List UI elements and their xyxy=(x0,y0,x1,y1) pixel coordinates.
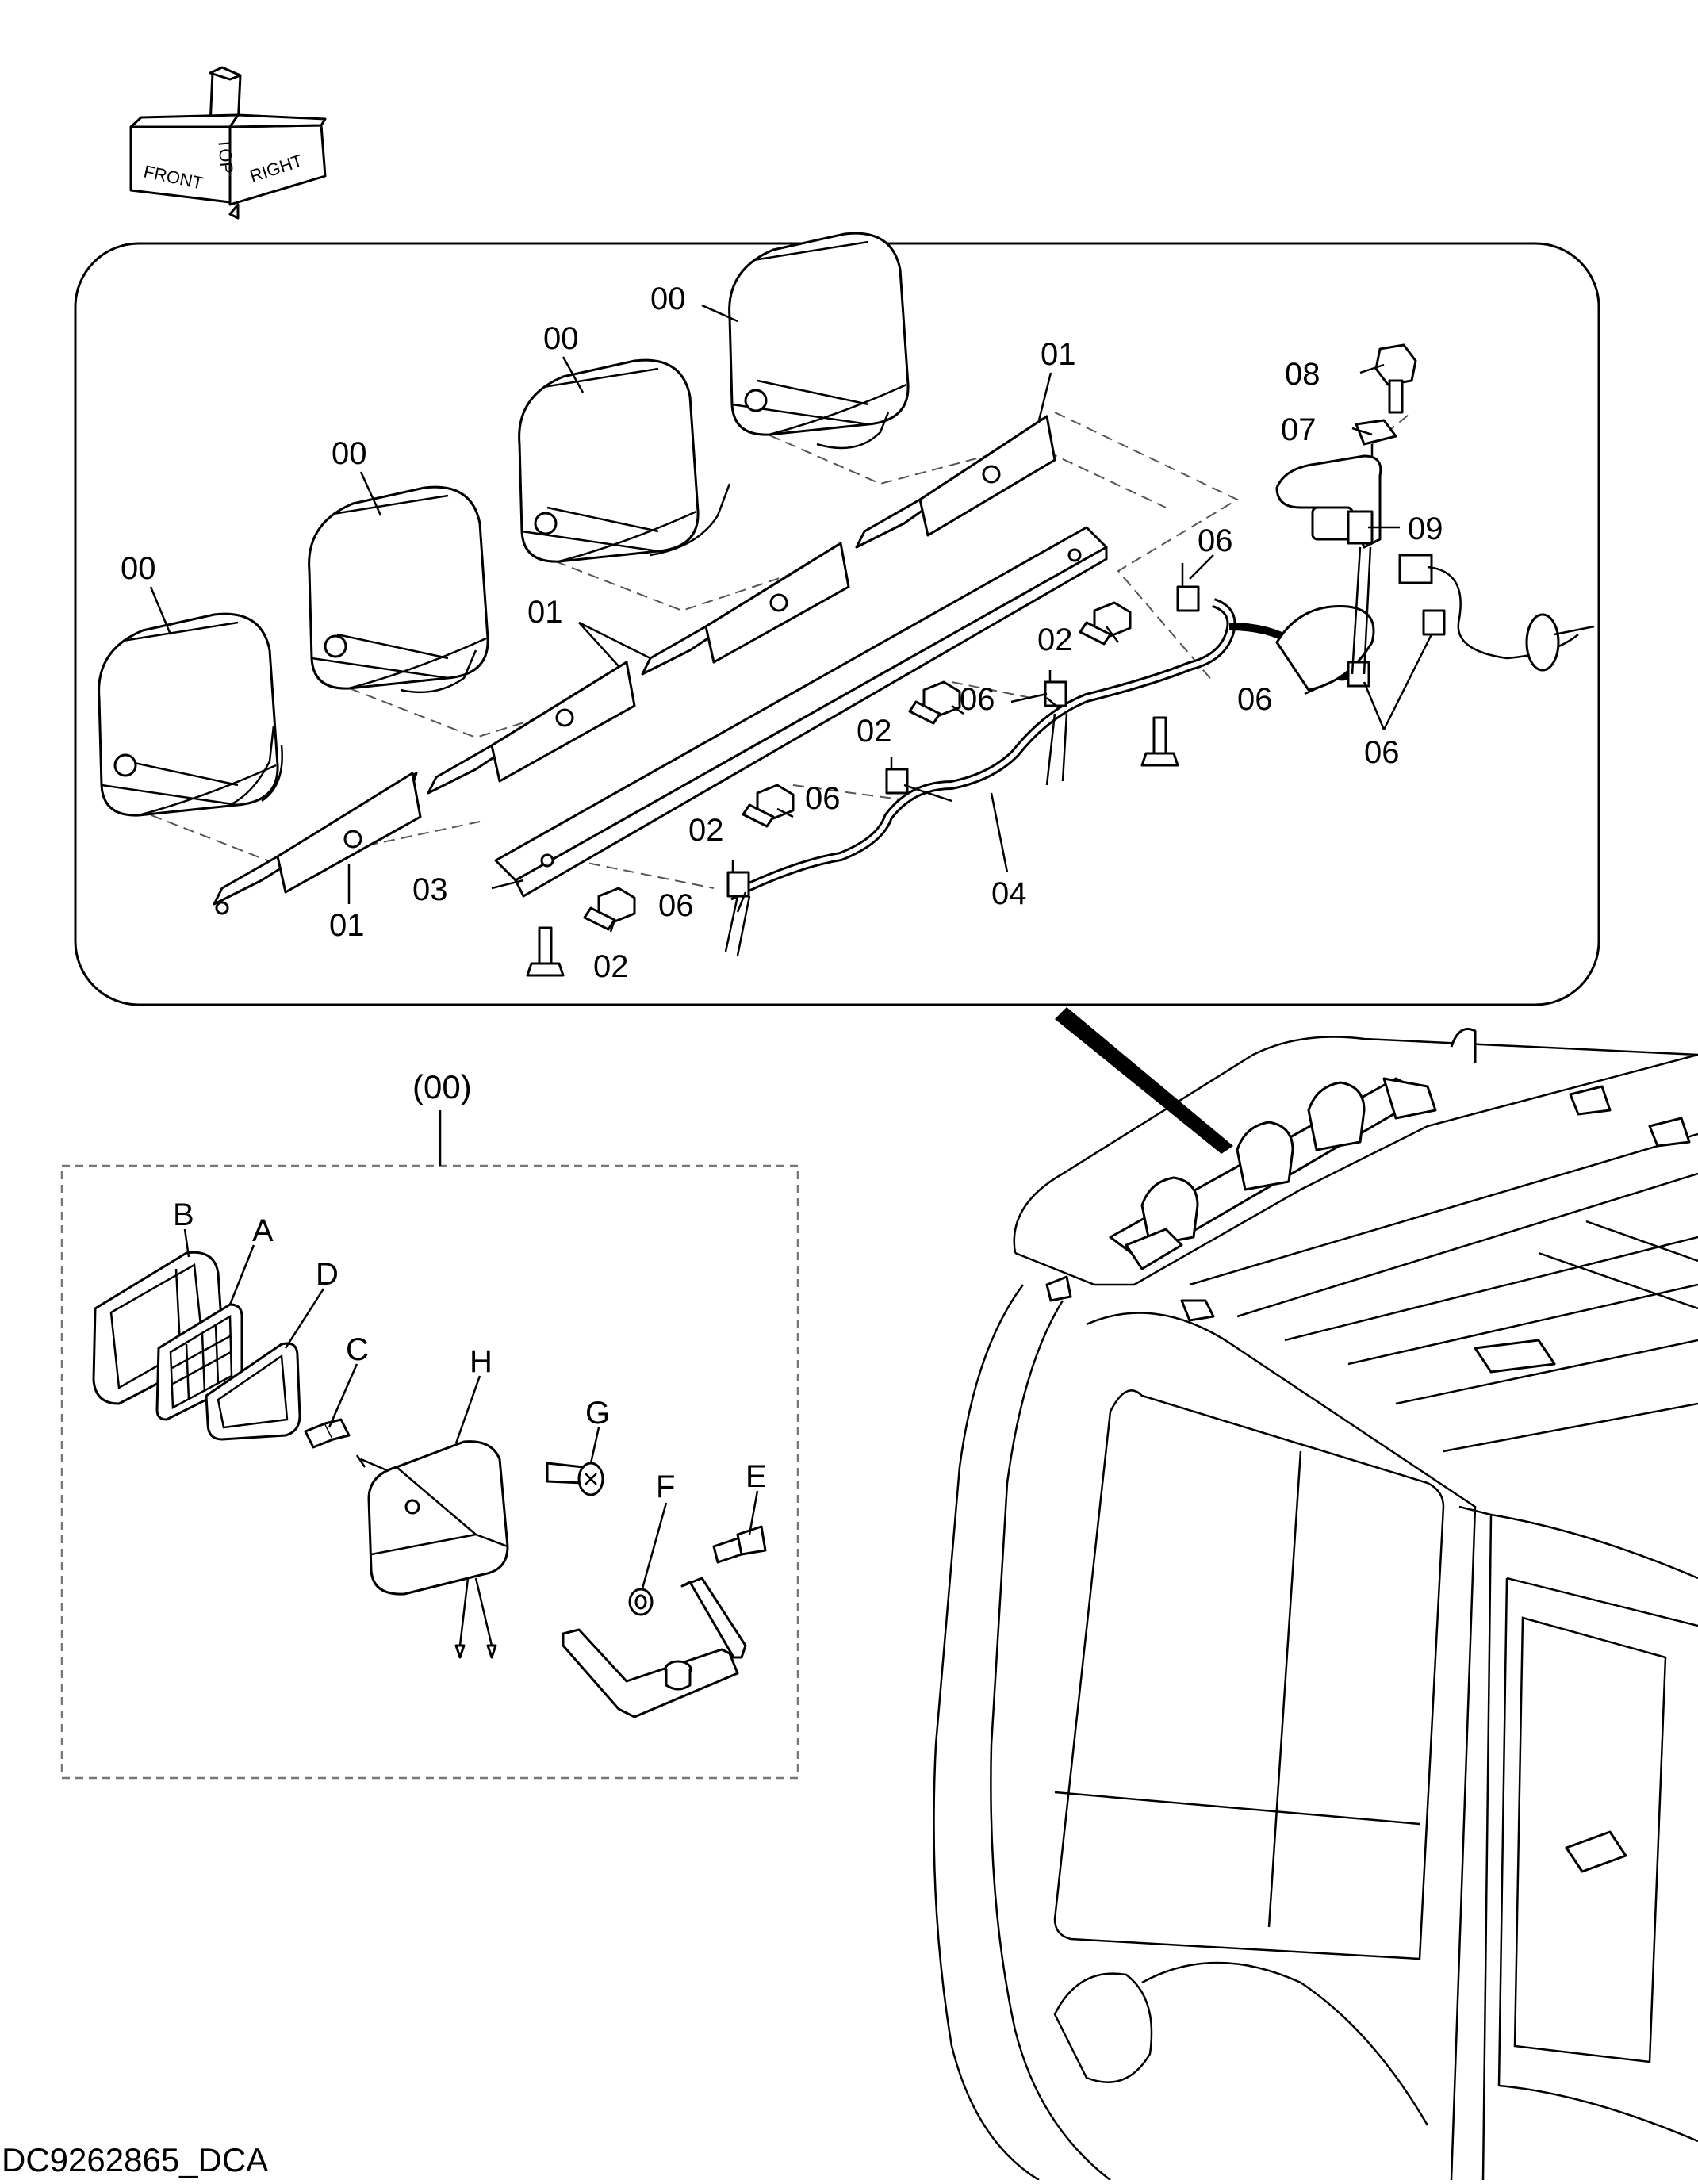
label-stay: 03 xyxy=(412,872,448,907)
label-bracket-bottom: 01 xyxy=(329,908,365,943)
lamp-body-h xyxy=(357,1442,508,1657)
bolt-08 xyxy=(1376,345,1416,412)
detail-label-e: E xyxy=(746,1459,767,1494)
work-lamp-2 xyxy=(309,487,488,692)
label-bracket-top: 01 xyxy=(1041,337,1076,372)
label-bolt-2: 02 xyxy=(857,714,892,749)
label-lamp-4: 00 xyxy=(650,282,686,316)
cab-view xyxy=(934,1007,1698,2180)
orientation-icon: FRONT TOP RIGHT xyxy=(131,67,325,218)
label-bolt-1: 02 xyxy=(1037,623,1073,657)
work-lamp-4 xyxy=(730,233,908,448)
label-clip-3: 06 xyxy=(805,781,841,816)
clip-06-e xyxy=(1348,662,1369,686)
clamp-07 xyxy=(1356,420,1396,456)
bolt-02-c xyxy=(743,785,793,826)
label-bolt-4: 02 xyxy=(593,949,629,984)
bolt-02-b xyxy=(910,682,960,723)
pointer-arrow xyxy=(1055,1007,1233,1154)
label-bolt-8: 08 xyxy=(1285,357,1320,392)
clip-06-f xyxy=(1424,611,1444,634)
screw-g xyxy=(547,1463,603,1495)
label-clip-6: 06 xyxy=(1364,735,1400,770)
detail-label-c: C xyxy=(346,1332,369,1367)
label-clip-4: 06 xyxy=(658,888,694,923)
label-clip-5: 06 xyxy=(1237,682,1273,717)
detail-label-f: F xyxy=(656,1469,675,1504)
work-lamp-3 xyxy=(519,360,730,561)
label-lamp-3: 00 xyxy=(543,321,579,356)
detail-label-g: G xyxy=(585,1396,610,1431)
label-harness: 04 xyxy=(991,876,1027,911)
label-clip-1: 06 xyxy=(1198,523,1233,558)
bolt-e xyxy=(714,1527,765,1562)
detail-label-h: H xyxy=(470,1344,493,1379)
clip-06-d xyxy=(1178,563,1198,611)
bolt-02-a xyxy=(1080,603,1130,644)
detail-label-d: D xyxy=(316,1257,339,1292)
label-clip-2: 06 xyxy=(960,682,995,717)
bolt-under-stay xyxy=(527,928,563,975)
label-clamp: 07 xyxy=(1281,412,1317,447)
clip-06-b xyxy=(887,757,907,793)
orientation-top: TOP xyxy=(214,137,237,174)
bolt-under-harness xyxy=(1142,718,1178,765)
drawing-code: DC9262865_DCA xyxy=(2,2141,268,2178)
detail-label-b: B xyxy=(173,1197,194,1232)
label-connector: 09 xyxy=(1408,512,1443,546)
label-bracket-middle: 01 xyxy=(527,595,563,630)
work-lamp-1 xyxy=(99,614,282,815)
detail-label-a: A xyxy=(252,1213,274,1248)
detail-title: (00) xyxy=(412,1068,472,1105)
bulb-c xyxy=(305,1420,349,1447)
bolt-02-d xyxy=(585,888,634,929)
washer-f xyxy=(630,1589,652,1615)
label-lamp-1: 00 xyxy=(121,551,156,586)
bracket-3 xyxy=(642,543,849,674)
label-bolt-3: 02 xyxy=(688,813,724,848)
bracket-detail xyxy=(563,1578,746,1717)
clip-06-a xyxy=(728,860,749,896)
label-lamp-2: 00 xyxy=(332,436,367,471)
